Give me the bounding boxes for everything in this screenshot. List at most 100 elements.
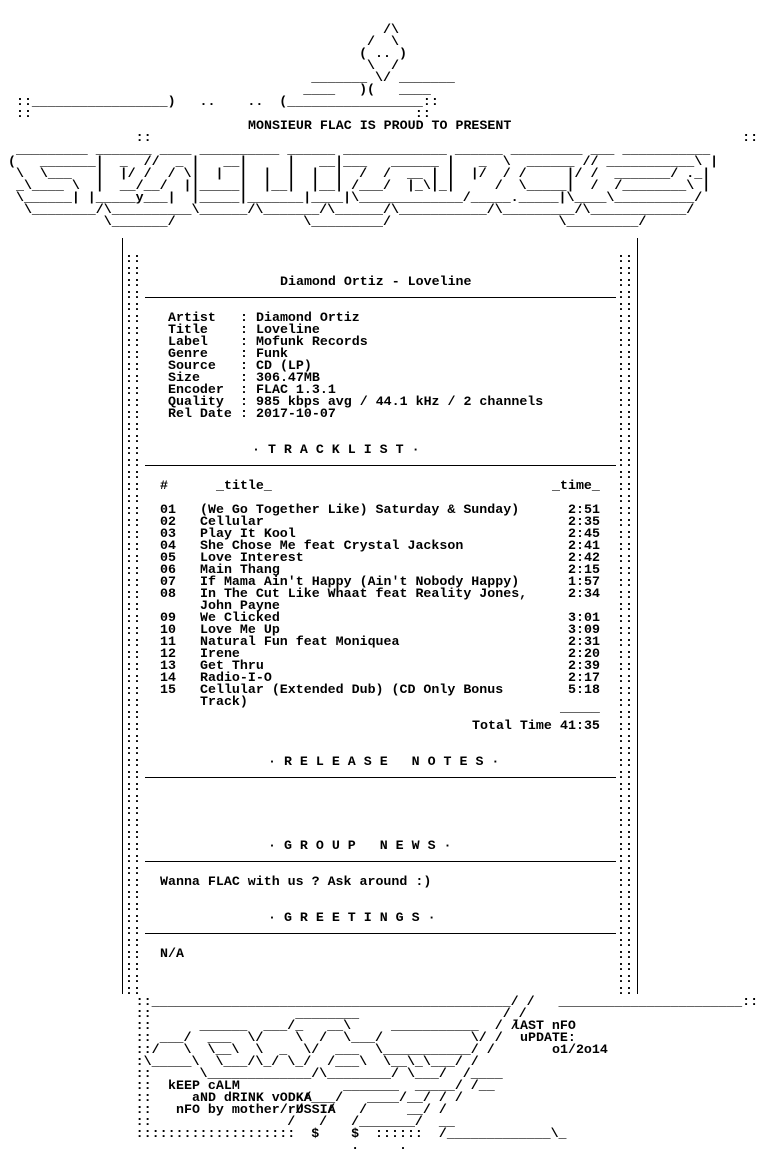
track-row: 09 We Clicked 3:01 [160, 610, 620, 625]
track-title: Love Interest [200, 550, 304, 565]
info-field-label: Rel Date [168, 406, 232, 421]
info-field-separator: : [240, 346, 248, 361]
divider [145, 861, 616, 862]
track-number: 13 [160, 658, 176, 673]
track-row: 11 Natural Fun feat Moniquea 2:31 [160, 634, 620, 649]
track-time: 2:42 [568, 550, 600, 565]
track-row: John Payne [160, 598, 620, 613]
track-number: 14 [160, 670, 176, 685]
track-title: John Payne [200, 598, 280, 613]
track-number: 11 [160, 634, 176, 649]
info-field-value: Loveline [256, 322, 320, 337]
greetings-text: N/A [160, 946, 184, 961]
info-field-value: Diamond Ortiz [256, 310, 360, 325]
info-field-label: Title [168, 322, 232, 337]
info-field-row: Encoder :FLAC 1.3.1 [168, 382, 628, 397]
info-field-value: 2017-10-07 [256, 406, 336, 421]
info-field-separator: : [240, 310, 248, 325]
track-title: If Mama Ain't Happy (Ain't Nobody Happy) [200, 574, 520, 589]
info-field-separator: : [240, 358, 248, 373]
info-field-label: Encoder [168, 382, 232, 397]
track-title: Cellular (Extended Dub) (CD Only Bonus [200, 682, 504, 697]
info-field-row: Quality :985 kbps avg / 44.1 kHz / 2 cha… [168, 394, 628, 409]
track-time: 2:34 [568, 586, 600, 601]
track-time: 2:20 [568, 646, 600, 661]
track-time: 2:45 [568, 526, 600, 541]
col-time-header: _time_ [552, 478, 600, 493]
track-number: 09 [160, 610, 176, 625]
track-title: She Chose Me feat Crystal Jackson [200, 538, 464, 553]
info-field-label: Label [168, 334, 232, 349]
track-title: (We Go Together Like) Saturday & Sunday) [200, 502, 520, 517]
track-title: We Clicked [200, 610, 280, 625]
track-number: 05 [160, 550, 176, 565]
track-time: 3:01 [568, 610, 600, 625]
info-field-separator: : [240, 334, 248, 349]
divider [145, 465, 616, 466]
group-news-text: Wanna FLAC with us ? Ask around :) [160, 874, 432, 889]
info-field-row: Size :306.47MB [168, 370, 628, 385]
track-title: Love Me Up [200, 622, 280, 637]
track-time: 2:39 [568, 658, 600, 673]
left-box-edge [122, 238, 126, 994]
top-ornament-art: /\ / \ ( .. ) \ / ____ [15, 22, 455, 121]
divider [145, 297, 616, 298]
track-title: In The Cut Like Whaat feat Reality Jones… [200, 586, 528, 601]
footer-last-nfo: lAST nFO [512, 1018, 576, 1033]
info-field-value: FLAC 1.3.1 [256, 382, 336, 397]
greetings-section-title: · G R E E T I N G S · [268, 910, 436, 925]
total-rule: _____ [560, 700, 600, 715]
track-time: 2:51 [568, 502, 600, 517]
track-number: 03 [160, 526, 176, 541]
track-row: 03 Play It Kool 2:45 [160, 526, 620, 541]
track-title: Irene [200, 646, 240, 661]
track-time: 2:35 [568, 514, 600, 529]
track-title: Natural Fun feat Moniquea [200, 634, 400, 649]
track-title: Main Thang [200, 562, 280, 577]
track-number: 06 [160, 562, 176, 577]
track-title: Radio-I-O [200, 670, 272, 685]
logo-art: :: :: _________ _______ ____ __________ … [7, 130, 759, 229]
right-box-edge [637, 238, 641, 994]
footer-update-date: o1/2o14 [552, 1042, 608, 1057]
track-time: 5:18 [568, 682, 600, 697]
track-number: 04 [160, 538, 176, 553]
info-field-value: CD (LP) [256, 358, 312, 373]
tracklist-section-title: · T R A C K L I S T · [252, 442, 420, 457]
track-number: 02 [160, 514, 176, 529]
release-heading: Diamond Ortiz - Loveline [280, 274, 472, 289]
footer-art: ::______________________________________… [135, 994, 759, 1153]
footer-slogan-2: aND dRINK vODKA [192, 1090, 312, 1105]
divider [145, 777, 616, 778]
info-field-value: 306.47MB [256, 370, 320, 385]
info-field-row: Label :Mofunk Records [168, 334, 628, 349]
track-number: 01 [160, 502, 176, 517]
info-field-row: Rel Date:2017-10-07 [168, 406, 628, 421]
info-field-label: Size [168, 370, 232, 385]
info-field-label: Artist [168, 310, 232, 325]
right-border-dots: ::: ::: ::: ::: ::: ::: ::: ::: ::: ::: … [617, 253, 633, 999]
left-border-dots: ::: ::: ::: ::: ::: ::: ::: ::: ::: ::: … [125, 253, 141, 999]
track-time: 2:15 [568, 562, 600, 577]
track-time: 2:31 [568, 634, 600, 649]
track-row: 01 (We Go Together Like) Saturday & Sunda… [160, 502, 620, 517]
footer-update-label: uPDATE: [520, 1030, 576, 1045]
group-news-section-title: · G R O U P N E W S · [268, 838, 452, 853]
info-field-separator: : [240, 394, 248, 409]
track-row: 06 Main Thang 2:15 [160, 562, 620, 577]
info-field-row: Artist : Diamond Ortiz [168, 310, 628, 325]
info-field-value: Funk [256, 346, 288, 361]
total-time-label: Total Time [472, 718, 552, 733]
track-title: Track) [200, 694, 248, 709]
track-time: 1:57 [568, 574, 600, 589]
track-title: Play It Kool [200, 526, 296, 541]
